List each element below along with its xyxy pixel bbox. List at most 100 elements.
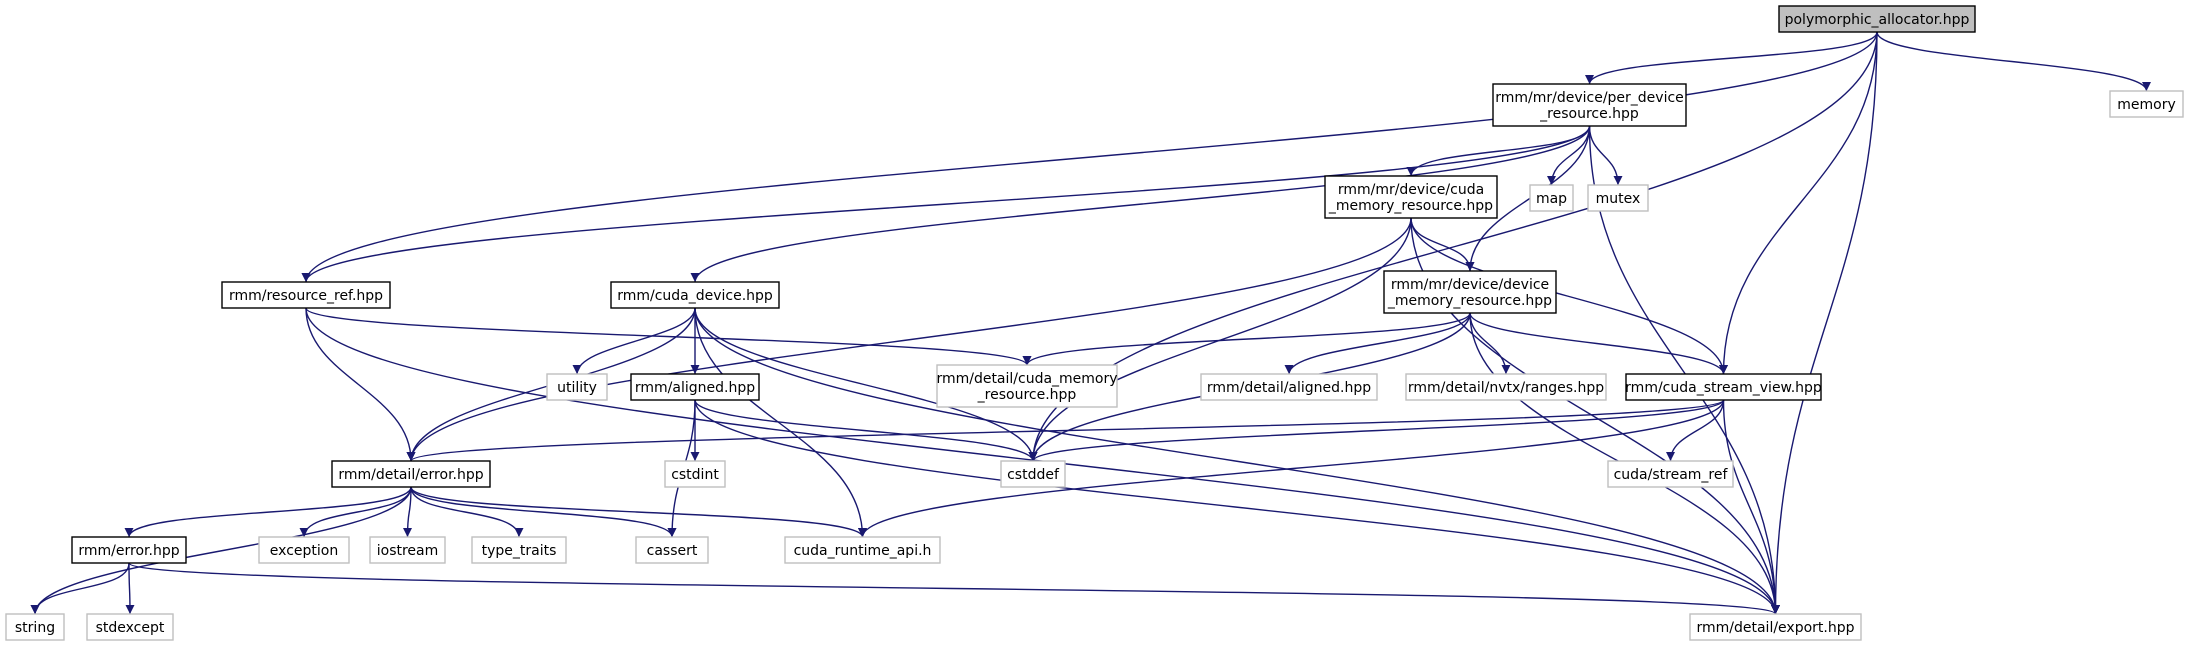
node-export: rmm/detail/export.hpp <box>1689 613 1862 641</box>
node-label: rmm/cuda_stream_view.hpp <box>1625 380 1822 396</box>
node-box <box>1689 613 1862 641</box>
edge-device-memory-resource-to-cuda-stream-view <box>1469 312 1728 375</box>
node-label: cassert <box>647 543 698 559</box>
edge-polymorphic-allocator-to-resource-ref <box>301 31 1878 283</box>
node-label: _resource.hpp <box>977 387 1077 403</box>
node-label: rmm/mr/device/cuda <box>1338 182 1484 198</box>
edge-error-to-export <box>128 562 1780 615</box>
node-map: map <box>1529 184 1574 212</box>
node-label: cuda/stream_ref <box>1614 467 1729 483</box>
edge-cuda-memory-resource-to-cstddef <box>1028 217 1412 462</box>
node-utility: utility <box>546 373 608 401</box>
node-box <box>1324 175 1498 219</box>
edge-per-device-resource-to-cuda-device <box>690 125 1591 283</box>
edge-cuda-stream-view-to-cstddef <box>1028 399 1725 462</box>
edge-aligned-to-cstddef <box>694 399 1038 462</box>
node-box <box>471 536 567 564</box>
edge-resource-ref-to-detail-error <box>305 307 416 462</box>
node-label: cstdint <box>671 467 719 483</box>
edge-detail-error-to-iostream <box>403 486 413 538</box>
edge-cuda-stream-view-to-cuda-runtime-api <box>858 399 1725 538</box>
node-cassert: cassert <box>635 536 709 564</box>
edge-detail-error-to-cassert <box>410 486 677 538</box>
edge-per-device-resource-to-resource-ref <box>301 125 1591 283</box>
node-box <box>2109 90 2184 118</box>
node-label: stdexcept <box>96 620 165 636</box>
node-cuda-runtime-api: cuda_runtime_api.h <box>784 536 941 564</box>
node-label: cstddef <box>1007 467 1060 483</box>
edge-polymorphic-allocator-to-per-device-resource <box>1585 31 1878 85</box>
node-polymorphic-allocator[interactable]: polymorphic_allocator.hpp <box>1778 5 1976 33</box>
edge-cuda-device-to-utility <box>572 307 696 375</box>
edge-detail-error-to-error <box>124 486 412 538</box>
node-label: exception <box>270 543 338 559</box>
node-label: rmm/detail/export.hpp <box>1696 620 1854 636</box>
node-exception: exception <box>258 536 350 564</box>
edge-detail-error-to-exception <box>299 486 412 538</box>
edge-cuda-stream-view-to-detail-error <box>406 399 1725 462</box>
node-label: _memory_resource.hpp <box>1328 198 1493 214</box>
node-box <box>1405 373 1607 401</box>
node-box <box>5 613 65 641</box>
node-error[interactable]: rmm/error.hpp <box>71 536 187 564</box>
node-label: rmm/error.hpp <box>78 543 179 559</box>
node-label: rmm/resource_ref.hpp <box>229 288 383 304</box>
node-box <box>635 536 709 564</box>
file-nodes: polymorphic_allocator.hpp rmm/mr/device/p… <box>5 5 2184 641</box>
node-label: rmm/aligned.hpp <box>635 380 755 396</box>
node-per-device-resource[interactable]: rmm/mr/device/per_device_resource.hpp <box>1492 83 1687 127</box>
node-box <box>936 364 1118 408</box>
node-box <box>1000 460 1066 488</box>
node-iostream: iostream <box>369 536 446 564</box>
node-type-traits: type_traits <box>471 536 567 564</box>
node-label: cuda_runtime_api.h <box>794 543 932 559</box>
node-box <box>664 460 726 488</box>
node-box <box>1200 373 1378 401</box>
node-label: type_traits <box>482 543 557 559</box>
node-box <box>1492 83 1687 127</box>
node-label: iostream <box>377 543 439 559</box>
node-device-memory-resource[interactable]: rmm/mr/device/device_memory_resource.hpp <box>1383 270 1557 314</box>
node-aligned[interactable]: rmm/aligned.hpp <box>630 373 760 401</box>
edge-per-device-resource-to-cuda-memory-resource <box>1406 125 1591 177</box>
node-detail-error[interactable]: rmm/detail/error.hpp <box>331 460 491 488</box>
node-label: map <box>1536 191 1567 207</box>
node-box <box>331 460 491 488</box>
node-box <box>784 536 941 564</box>
node-memory: memory <box>2109 90 2184 118</box>
edge-cuda-stream-view-to-stream-ref <box>1666 399 1725 462</box>
node-cuda-device[interactable]: rmm/cuda_device.hpp <box>610 281 780 309</box>
node-box <box>1587 184 1649 212</box>
node-resource-ref[interactable]: rmm/resource_ref.hpp <box>221 281 391 309</box>
node-box <box>1607 460 1734 488</box>
node-label: polymorphic_allocator.hpp <box>1785 12 1970 28</box>
edge-polymorphic-allocator-to-memory <box>1876 31 2151 92</box>
node-box <box>71 536 187 564</box>
node-box <box>1529 184 1574 212</box>
node-cuda-memory-resource[interactable]: rmm/mr/device/cuda_memory_resource.hpp <box>1324 175 1498 219</box>
node-box <box>369 536 446 564</box>
edge-detail-error-to-type-traits <box>410 486 524 538</box>
edge-device-memory-resource-to-detail-aligned <box>1284 312 1471 375</box>
node-label: _resource.hpp <box>1539 106 1639 122</box>
node-box <box>546 373 608 401</box>
edge-resource-ref-to-detail-cuda-memory-resource <box>305 307 1032 366</box>
node-label: memory <box>2117 97 2176 113</box>
node-nvtx-ranges: rmm/detail/nvtx/ranges.hpp <box>1405 373 1607 401</box>
node-cstddef: cstddef <box>1000 460 1066 488</box>
node-cuda-stream-view[interactable]: rmm/cuda_stream_view.hpp <box>1625 373 1822 401</box>
node-label: rmm/detail/error.hpp <box>338 467 483 483</box>
node-label: rmm/mr/device/per_device <box>1495 90 1684 106</box>
node-label: _memory_resource.hpp <box>1387 293 1552 309</box>
node-box <box>1383 270 1557 314</box>
node-box <box>1625 373 1822 401</box>
node-detail-aligned: rmm/detail/aligned.hpp <box>1200 373 1378 401</box>
node-label: rmm/detail/aligned.hpp <box>1207 380 1371 396</box>
edge-detail-error-to-string <box>30 486 412 615</box>
node-box <box>630 373 760 401</box>
edge-cuda-device-to-export <box>694 307 1780 615</box>
edge-cuda-memory-resource-to-detail-error <box>406 217 1412 462</box>
node-label: string <box>15 620 55 636</box>
edge-cuda-device-to-cstddef <box>694 307 1038 462</box>
